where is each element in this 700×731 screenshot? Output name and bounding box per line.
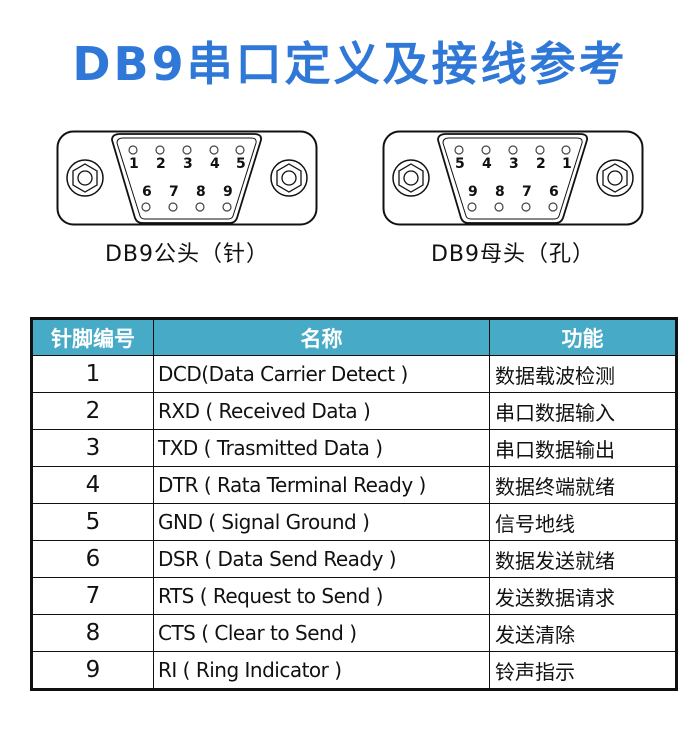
pin-cell: 7 [31, 577, 154, 615]
function-cell: 数据终端就绪 [489, 466, 677, 504]
function-cell: 发送数据请求 [489, 577, 677, 615]
pin-number: 8 [495, 184, 505, 200]
name-cell: RTS ( Request to Send ) [153, 577, 490, 615]
pin-number: 1 [562, 156, 572, 172]
header-function: 功能 [489, 318, 677, 356]
pin-number: 7 [169, 184, 179, 200]
pin-number: 2 [536, 156, 546, 172]
function-cell: 铃声指示 [489, 651, 677, 690]
name-cell: RXD ( Received Data ) [153, 392, 490, 430]
pin-cell: 6 [31, 540, 154, 578]
db9-male-connector-icon [56, 130, 318, 226]
db9-male-connector: 1 2 3 4 5 6 7 8 9 [56, 130, 318, 226]
table-header-row: 针脚编号 名称 功能 [31, 318, 677, 356]
name-cell: DCD(Data Carrier Detect ) [153, 355, 490, 393]
function-cell: 串口数据输入 [489, 392, 677, 430]
table-row: 1 DCD(Data Carrier Detect ) 数据载波检测 [31, 355, 677, 393]
function-cell: 数据载波检测 [489, 355, 677, 393]
pin-number: 3 [183, 156, 193, 172]
pin-number: 1 [129, 156, 139, 172]
pin-number: 8 [196, 184, 206, 200]
name-cell: DTR ( Rata Terminal Ready ) [153, 466, 490, 504]
table-row: 6 DSR ( Data Send Ready ) 数据发送就绪 [31, 540, 677, 578]
pin-cell: 9 [31, 651, 154, 690]
name-cell: DSR ( Data Send Ready ) [153, 540, 490, 578]
table-row: 4 DTR ( Rata Terminal Ready ) 数据终端就绪 [31, 466, 677, 504]
pin-cell: 5 [31, 503, 154, 541]
name-cell: TXD ( Trasmitted Data ) [153, 429, 490, 467]
pin-cell: 8 [31, 614, 154, 652]
pin-number: 6 [549, 184, 559, 200]
pin-number: 6 [142, 184, 152, 200]
header-pin-number: 针脚编号 [31, 318, 154, 356]
pin-number: 7 [522, 184, 532, 200]
pin-number: 4 [210, 156, 220, 172]
pin-cell: 4 [31, 466, 154, 504]
pin-number: 9 [223, 184, 233, 200]
female-connector-label: DB9母头（孔） [430, 242, 596, 267]
pin-number: 5 [236, 156, 246, 172]
table-row: 9 RI ( Ring Indicator ) 铃声指示 [31, 651, 677, 690]
pin-number: 3 [509, 156, 519, 172]
pin-cell: 3 [31, 429, 154, 467]
function-cell: 串口数据输出 [489, 429, 677, 467]
header-name: 名称 [153, 318, 490, 356]
page-title: DB9串口定义及接线参考 [72, 37, 628, 91]
table-row: 3 TXD ( Trasmitted Data ) 串口数据输出 [31, 429, 677, 467]
table-row: 7 RTS ( Request to Send ) 发送数据请求 [31, 577, 677, 615]
function-cell: 信号地线 [489, 503, 677, 541]
name-cell: GND ( Signal Ground ) [153, 503, 490, 541]
table-row: 2 RXD ( Received Data ) 串口数据输入 [31, 392, 677, 430]
function-cell: 数据发送就绪 [489, 540, 677, 578]
pin-number: 4 [482, 156, 492, 172]
table-row: 5 GND ( Signal Ground ) 信号地线 [31, 503, 677, 541]
pin-cell: 1 [31, 355, 154, 393]
pinout-table: 针脚编号 名称 功能 1 DCD(Data Carrier Detect ) 数… [30, 317, 678, 691]
pin-number: 5 [455, 156, 465, 172]
function-cell: 发送清除 [489, 614, 677, 652]
pin-number: 9 [468, 184, 478, 200]
name-cell: RI ( Ring Indicator ) [153, 651, 490, 690]
male-connector-label: DB9公头（针） [104, 242, 270, 267]
db9-female-connector: 5 4 3 2 1 9 8 7 6 [382, 130, 644, 226]
db9-female-connector-icon [382, 130, 644, 226]
pin-cell: 2 [31, 392, 154, 430]
pin-number: 2 [156, 156, 166, 172]
name-cell: CTS ( Clear to Send ) [153, 614, 490, 652]
table-row: 8 CTS ( Clear to Send ) 发送清除 [31, 614, 677, 652]
